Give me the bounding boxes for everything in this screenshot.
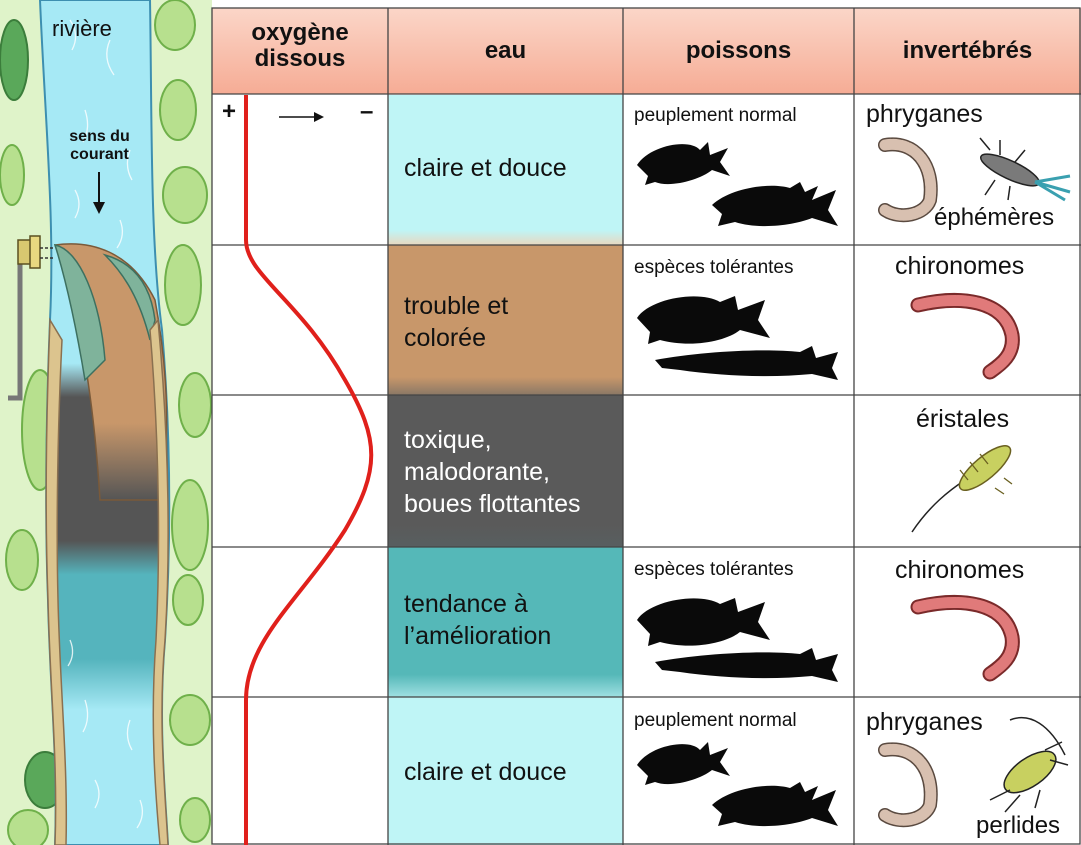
invert-row-1-a: phryganes [866,100,983,129]
header-fish: poissons [623,38,854,64]
oxygen-minus: – [360,98,373,126]
invert-row-2: chironomes [895,252,1024,281]
header-oxygen: oxygène dissous [220,20,380,72]
current-label: sens du courant [52,128,147,164]
fish-row-5: peuplement normal [634,710,797,732]
oxygen-plus: + [222,98,236,126]
river-label: rivière [52,16,112,42]
header-invertebrates: invertébrés [854,38,1081,64]
header-water: eau [388,38,623,64]
water-row-2: trouble et colorée [404,290,524,354]
invert-row-5-a: phryganes [866,708,983,737]
invert-row-4: chironomes [895,556,1024,585]
water-row-1: claire et douce [404,152,624,184]
river-panel [0,0,212,845]
water-row-4: tendance à l’amélioration [404,588,619,652]
invert-row-1-b: éphémères [934,204,1054,232]
fish-row-4: espèces tolérantes [634,559,794,581]
water-row-5: claire et douce [404,756,624,788]
invert-row-5-b: perlides [976,812,1060,840]
invert-row-3: éristales [916,405,1009,434]
water-row-3: toxique, malodorante, boues flottantes [404,424,619,520]
fish-row-2: espèces tolérantes [634,257,794,279]
fish-row-1: peuplement normal [634,105,797,127]
